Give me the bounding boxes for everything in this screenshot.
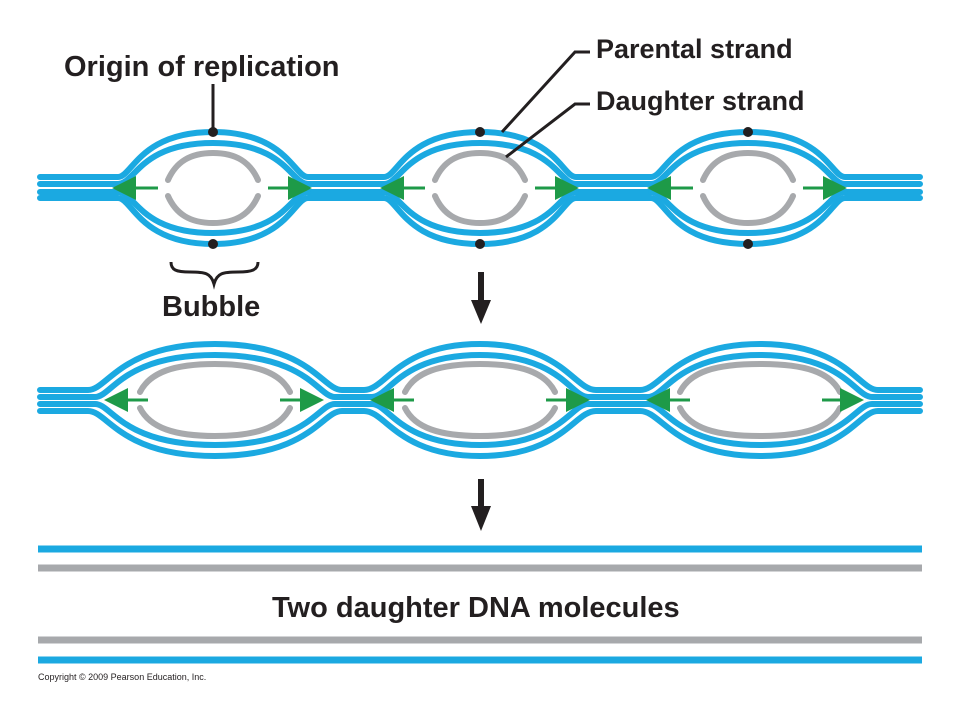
row2-replication-bubbles — [37, 340, 923, 460]
row2-parental-top — [37, 340, 923, 393]
bubble-label: Bubble — [162, 291, 260, 323]
origin-label: Origin of replication — [64, 51, 340, 83]
molecules-label: Two daughter DNA molecules — [272, 592, 680, 624]
row1-bubble2-inner-blue — [381, 139, 579, 237]
copyright-notice: Copyright © 2009 Pearson Education, Inc. — [38, 672, 206, 682]
row1-bubble1-inner-blue — [115, 139, 311, 237]
down-arrow-1 — [471, 272, 491, 324]
row1-daughter-strands — [165, 149, 796, 227]
bubble-brace — [169, 261, 260, 290]
parental-label: Parental strand — [596, 34, 793, 64]
daughter-molecule-1 — [38, 545, 922, 572]
row1-parental-inner — [37, 181, 923, 195]
row2-daughter-strands — [137, 360, 843, 440]
row1-replication-bubbles — [37, 128, 923, 248]
row2-parental-inner — [37, 351, 923, 449]
row2-parental-bottom — [37, 408, 923, 460]
daughter-label: Daughter strand — [596, 86, 805, 116]
parental-leader-line — [500, 50, 590, 134]
origin-dots — [208, 127, 753, 249]
daughter-leader-line — [505, 102, 590, 159]
daughter-molecule-2 — [38, 636, 922, 664]
down-arrow-2 — [471, 479, 491, 531]
row1-bubble3-inner-blue — [648, 139, 848, 237]
